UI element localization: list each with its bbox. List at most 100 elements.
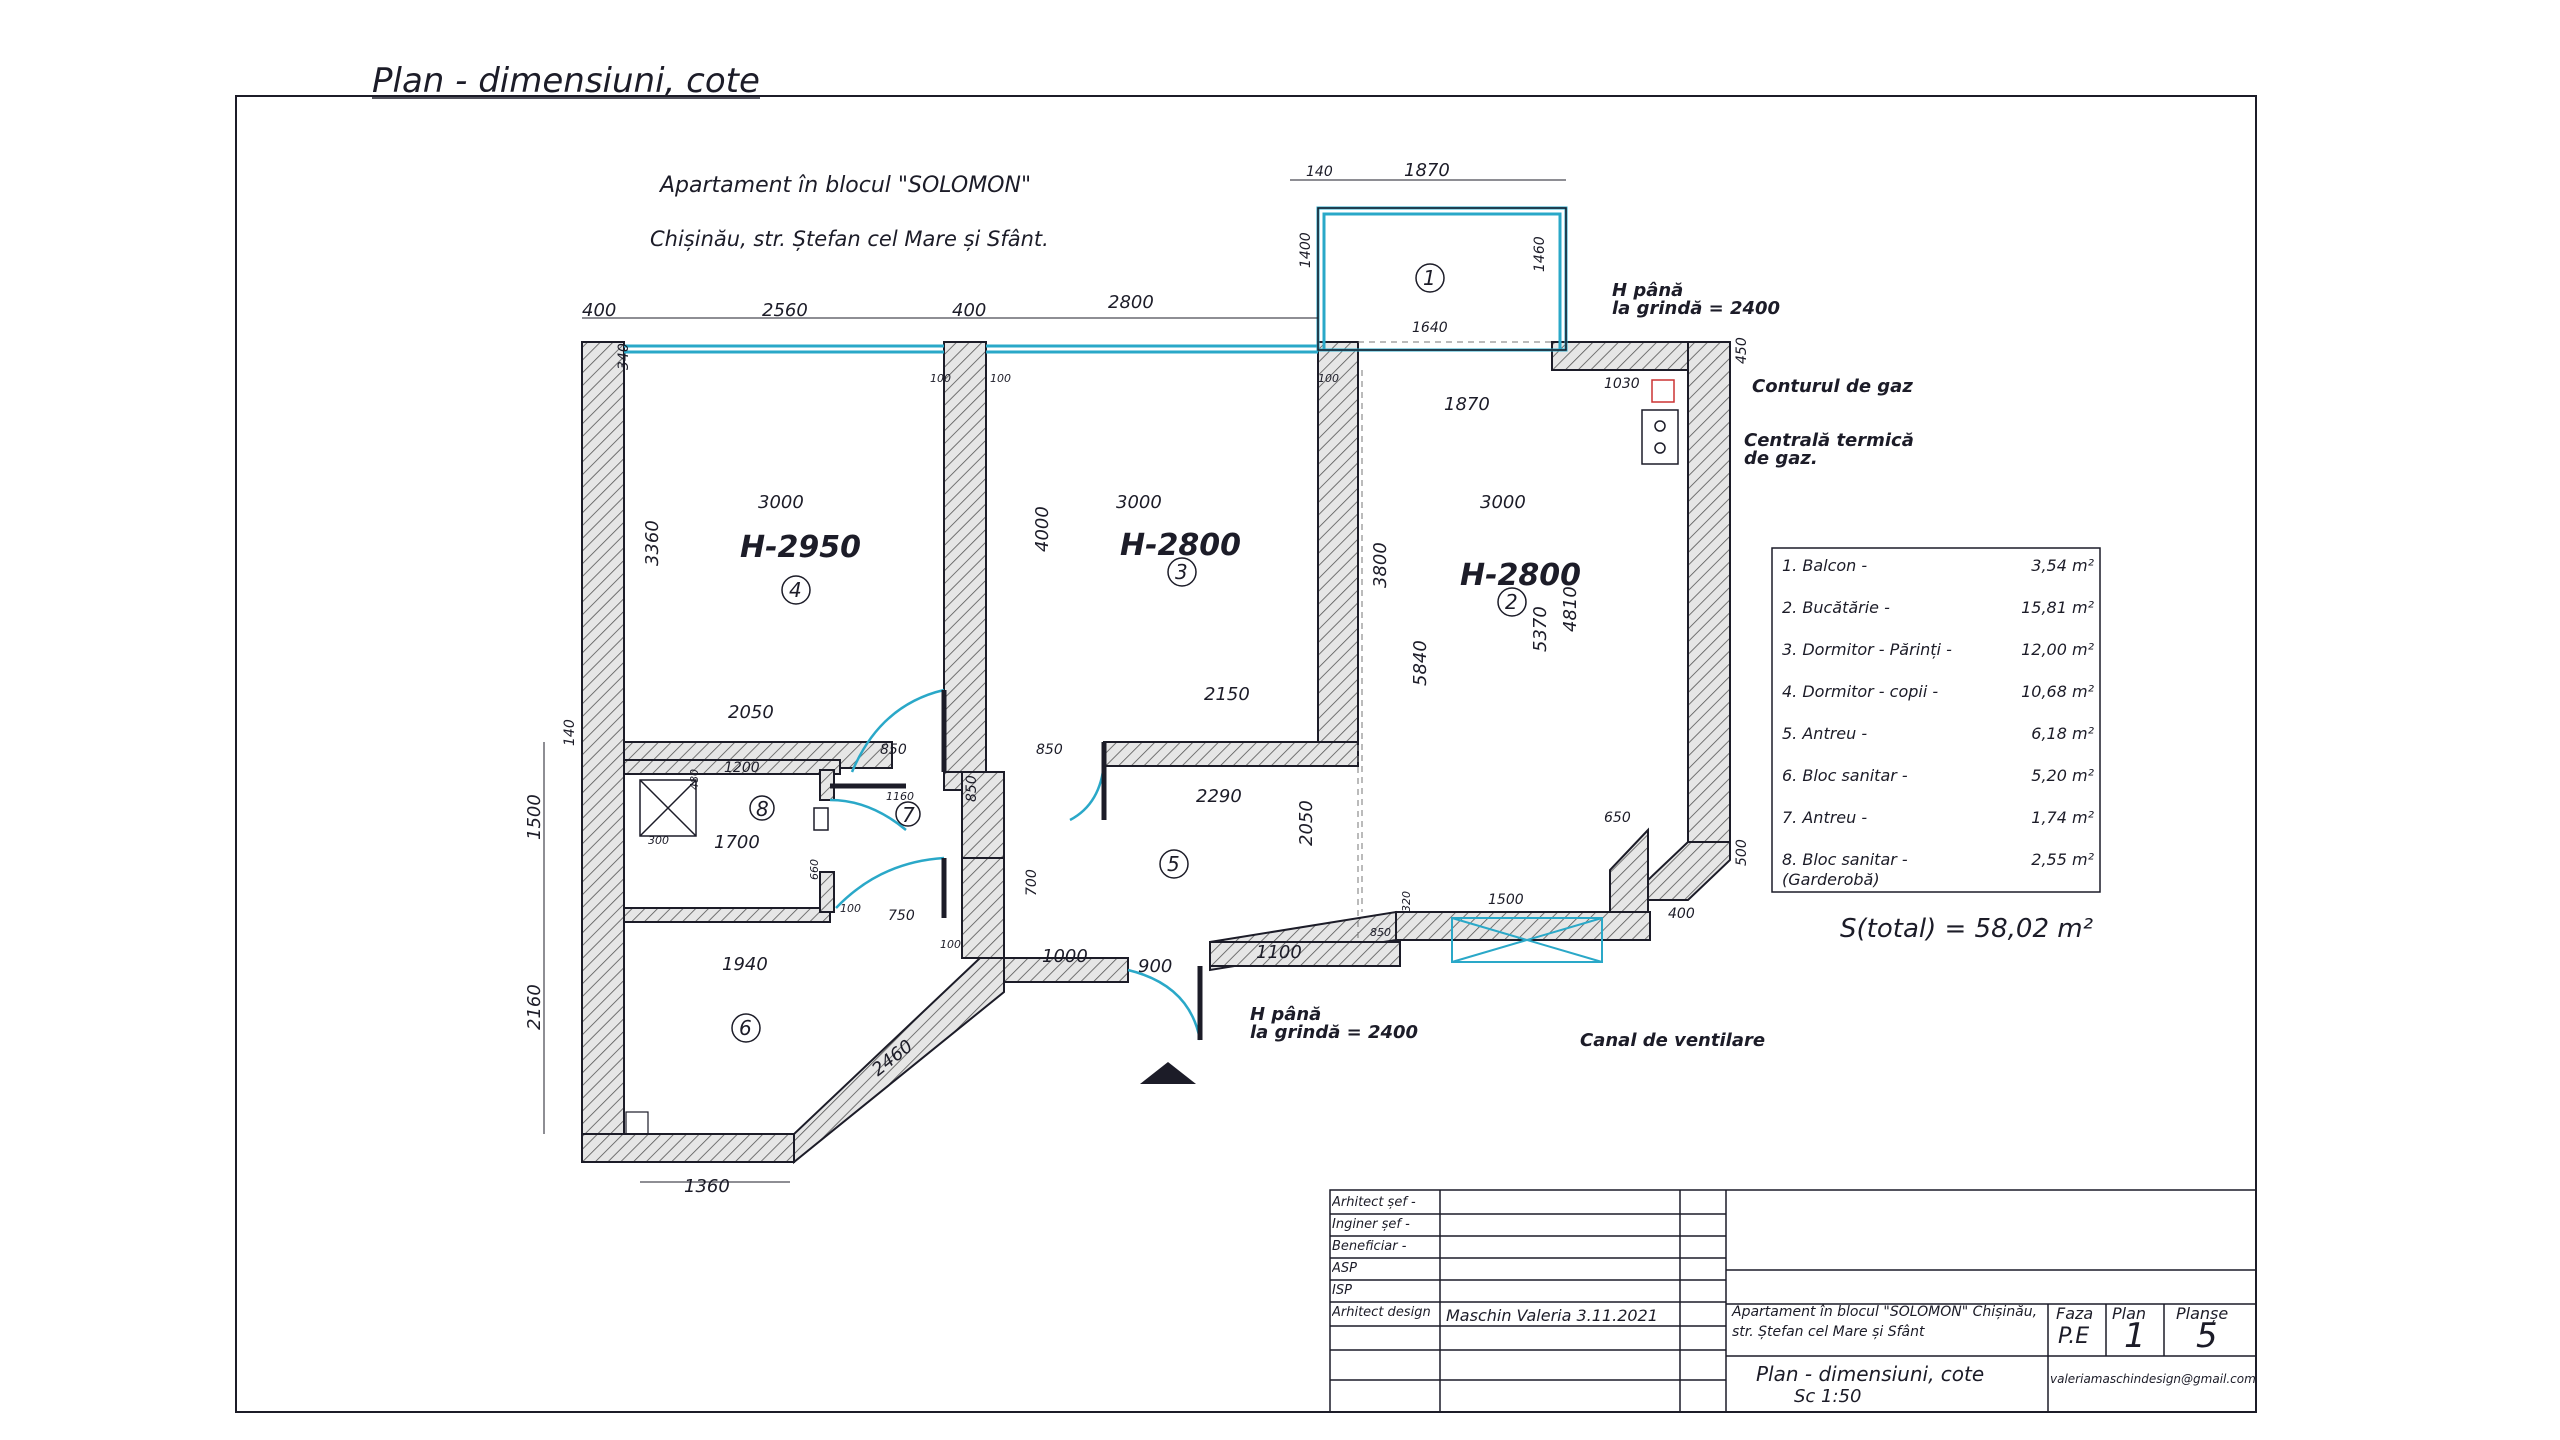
room8-number: 8 xyxy=(756,797,769,821)
room5-depth: 2050 xyxy=(1296,800,1317,846)
room1-number: 1 xyxy=(1423,266,1436,290)
dim-right-top: 1030 xyxy=(1604,376,1640,392)
dim-diagonal: 2460 xyxy=(868,1035,918,1081)
note-gas-contour: Conturul de gaz xyxy=(1752,376,1913,397)
balcony-outline xyxy=(1317,207,1567,351)
dim-door-3: 750 xyxy=(888,908,915,924)
dim-small-300: 300 xyxy=(648,834,669,847)
dim-left-1500: 1500 xyxy=(524,794,545,840)
dim-top-1: 400 xyxy=(582,300,617,321)
room4-number: 4 xyxy=(789,578,802,602)
total-area: S(total) = 58,02 m² xyxy=(1840,914,2094,944)
note-balcony-beam: H până la grindă = 2400 xyxy=(1612,280,1781,319)
dim-small-100b: 100 xyxy=(840,902,861,915)
room7-number: 7 xyxy=(902,803,915,827)
note-boiler: Centrală termică de gaz. xyxy=(1744,430,1914,469)
dim-corridor-1: 1000 xyxy=(1042,946,1088,967)
area-label: 4. Dormitor - copii - xyxy=(1782,682,1939,701)
room3-bottom: 2150 xyxy=(1204,684,1250,705)
room-number-markers xyxy=(731,263,1527,1043)
drawing-frame xyxy=(235,95,2257,1413)
dim-balcony-left: 1400 xyxy=(1298,232,1314,268)
area-row: 8. Bloc sanitar - (Garderobă)2,55 m² xyxy=(1782,850,2094,892)
dim-small-1500: 1500 xyxy=(1488,892,1524,908)
dim-small-1: 100 xyxy=(930,372,951,385)
dim-door-2: 850 xyxy=(1036,742,1063,758)
shower-tray-icon xyxy=(639,779,829,837)
room4-height: H-2950 xyxy=(740,530,862,565)
project-line2: Chișinău, str. Ștefan cel Mare și Sfânt. xyxy=(650,227,1049,251)
project-line1: Apartament în blocul "SOLOMON" xyxy=(658,173,1031,198)
doors xyxy=(829,688,1203,1041)
area-table: 1. Balcon - 3,54 m² 2. Bucătărie - 15,81 m… xyxy=(1782,556,2094,892)
dim-small-2: 100 xyxy=(990,372,1011,385)
area-label: 7. Antreu - xyxy=(1782,808,1868,827)
dim-right-wall: 450 xyxy=(1734,337,1750,364)
dim-door-1: 850 xyxy=(880,742,907,758)
stove-icon xyxy=(1641,409,1679,465)
area-label: 1. Balcon - xyxy=(1782,556,1868,575)
area-table-frame xyxy=(1771,547,2101,893)
room3-number: 3 xyxy=(1175,560,1188,584)
room2-height: H-2800 xyxy=(1460,558,1582,593)
dim-small-100c: 100 xyxy=(940,938,961,951)
area-value: 6,18 m² xyxy=(2031,724,2094,743)
dim-small-480: 480 xyxy=(688,769,701,790)
room2-depth2: 5370 xyxy=(1530,606,1551,652)
title-email: valeriamaschindesign@gmail.com xyxy=(2050,1372,2256,1386)
construction-lines xyxy=(1357,341,1552,940)
area-row: 2. Bucătărie - 15,81 m² xyxy=(1782,598,2094,640)
dim-top-2: 2560 xyxy=(762,300,808,321)
wc-marker-icon xyxy=(625,1111,649,1135)
dim-small-650: 650 xyxy=(1604,810,1631,826)
title-val-plan: 1 xyxy=(2124,1316,2146,1356)
room2-number: 2 xyxy=(1505,590,1518,614)
area-value: 3,54 m² xyxy=(2031,556,2094,575)
ventilation-shaft-icon xyxy=(1451,917,1603,963)
room2-leftdepth: 5840 xyxy=(1410,640,1431,686)
room5-number: 5 xyxy=(1167,852,1180,876)
area-value: 1,74 m² xyxy=(2031,808,2094,827)
dim-small-3: 100 xyxy=(1318,372,1339,385)
title-project: Apartament în blocul "SOLOMON" Chișinău,… xyxy=(1732,1304,2038,1340)
dim-small-1160: 1160 xyxy=(886,790,914,803)
title-block-roles: Arhitect șef - Inginer șef - Beneficiar … xyxy=(1332,1192,1440,1324)
sheet-caption: Plan - dimensiuni, cote xyxy=(372,61,760,101)
dim-balcony-inner: 1640 xyxy=(1412,320,1448,336)
title-val-planse: 5 xyxy=(2196,1316,2218,1356)
dim-small-700: 700 xyxy=(1024,869,1040,896)
role-label: Beneficiar - xyxy=(1332,1239,1407,1254)
room4-width: 3000 xyxy=(758,492,804,513)
dim-small-850: 850 xyxy=(1370,926,1391,939)
entrance-marker-icon xyxy=(1140,1062,1196,1084)
dim-left-2160: 2160 xyxy=(524,984,545,1030)
dim-left-top: 340 xyxy=(616,343,632,370)
title-block-lines xyxy=(1329,1189,2257,1413)
area-label: 2. Bucătărie - xyxy=(1782,598,1890,617)
title-col-plan: Plan xyxy=(2112,1304,2147,1323)
role-label: Arhitect șef - xyxy=(1332,1195,1416,1210)
room6-width: 1940 xyxy=(722,954,768,975)
area-row: 5. Antreu -6,18 m² xyxy=(1782,724,2094,766)
title-author: Maschin Valeria 3.11.2021 xyxy=(1446,1306,1658,1325)
dim-top-3: 400 xyxy=(952,300,987,321)
room8-width: 1200 xyxy=(724,760,760,776)
room2-depth3: 4810 xyxy=(1560,586,1581,632)
title-scale: Sc 1:50 xyxy=(1794,1386,1862,1407)
room2-width: 3000 xyxy=(1480,492,1526,513)
area-row: 7. Antreu - 1,74 m² xyxy=(1782,808,2094,850)
dim-small-400: 400 xyxy=(1668,906,1695,922)
area-label: 3. Dormitor - Părinți - xyxy=(1782,640,1952,659)
title-col-faza: Faza xyxy=(2056,1304,2094,1323)
room3-width: 3000 xyxy=(1116,492,1162,513)
role-label: ASP xyxy=(1332,1261,1357,1276)
dim-corridor-2: 900 xyxy=(1138,956,1173,977)
room8-depth: 1700 xyxy=(714,832,760,853)
dim-corridor-3: 1100 xyxy=(1256,942,1302,963)
area-value: 15,81 m² xyxy=(2021,598,2094,617)
area-row: 1. Balcon - 3,54 m² xyxy=(1782,556,2094,598)
dimension-lines xyxy=(543,179,1566,1183)
role-label: Inginer șef - xyxy=(1332,1217,1410,1232)
title-val-faza: P.E xyxy=(2058,1324,2090,1349)
